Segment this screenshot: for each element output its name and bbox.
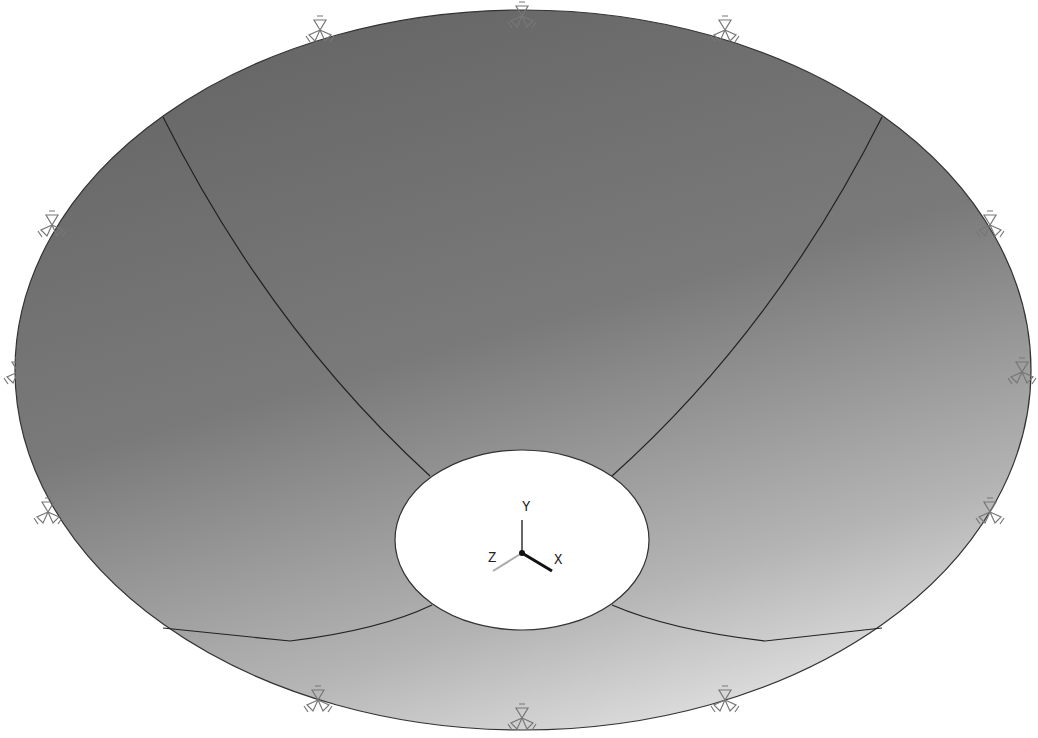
axis-label: Z (488, 551, 496, 565)
axis-label: X (554, 553, 562, 567)
axis-label: Y (522, 500, 530, 514)
center-hole (395, 450, 649, 630)
constraints (4, 2, 1036, 730)
dish-surface (15, 10, 1031, 730)
area-boundaries (163, 117, 882, 641)
axis-triad (493, 520, 552, 571)
